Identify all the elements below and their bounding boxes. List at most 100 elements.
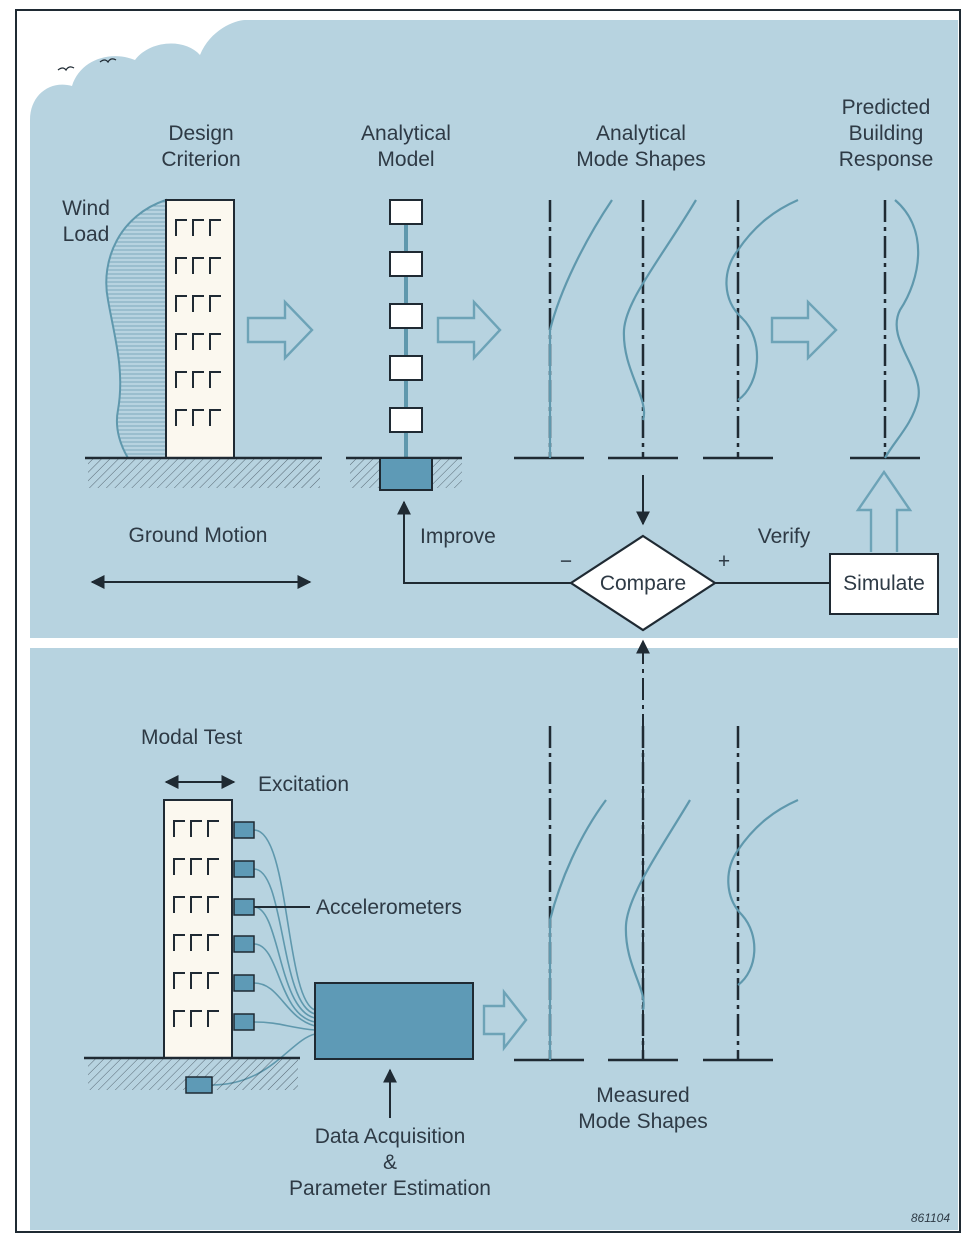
analytical-mode-1 — [514, 199, 613, 460]
window-glyph — [173, 934, 185, 951]
ground-accelerometer — [185, 1076, 213, 1094]
window-glyph — [192, 295, 204, 312]
predicted-response-plot — [850, 199, 920, 460]
model-mass-5 — [389, 407, 423, 433]
accelerometer — [233, 860, 255, 878]
compare-minus: − — [560, 550, 572, 573]
ground-hatch-top — [88, 458, 320, 488]
improve-label: Improve — [420, 525, 496, 548]
compare-diamond — [568, 534, 718, 632]
window-glyph — [190, 934, 202, 951]
test-building — [163, 799, 233, 1059]
analytical-model-label-line1: Analytical — [361, 122, 451, 145]
improve-arrow — [397, 500, 571, 584]
accelerometer — [233, 1013, 255, 1031]
window-glyph — [209, 371, 221, 388]
analytical-mode-shapes-label-line1: Analytical — [596, 122, 686, 145]
predicted-response-label-line3: Response — [839, 148, 934, 171]
window-glyph — [190, 1010, 202, 1027]
window-glyph — [190, 896, 202, 913]
window-glyph — [192, 257, 204, 274]
window-glyph — [173, 858, 185, 875]
simulate-box — [829, 553, 939, 615]
window-glyph — [175, 257, 187, 274]
accelerometer — [233, 898, 255, 916]
window-glyph — [190, 820, 202, 837]
model-mass-3 — [389, 303, 423, 329]
flow-arrow-4 — [482, 988, 528, 1052]
data-acquisition-box — [314, 982, 474, 1060]
measured-mode-shapes-label-line2: Mode Shapes — [578, 1110, 708, 1133]
data-acquisition-label-line1: Data Acquisition — [315, 1125, 466, 1148]
wind-load-label-line1: Wind — [62, 197, 110, 220]
verify-label: Verify — [758, 525, 811, 548]
model-foundation — [379, 457, 433, 491]
compare-plus: + — [718, 550, 730, 573]
window-glyph — [209, 219, 221, 236]
window-glyph — [192, 409, 204, 426]
predicted-response-label-line2: Building — [849, 122, 924, 145]
window-glyph — [190, 858, 202, 875]
simulate-label: Simulate — [843, 572, 925, 595]
data-acquisition-label-line3: Parameter Estimation — [289, 1177, 491, 1200]
accelerometer — [233, 974, 255, 992]
flow-arrow-2 — [436, 298, 502, 362]
figure-id: 861104 — [911, 1211, 950, 1225]
window-glyph — [173, 896, 185, 913]
window-glyph — [209, 409, 221, 426]
analytical-mode-2 — [608, 199, 697, 460]
analytical-model-label-line2: Model — [377, 148, 434, 171]
window-glyph — [207, 896, 219, 913]
window-glyph — [190, 972, 202, 989]
window-glyph — [207, 820, 219, 837]
measured-mode-2 — [608, 726, 691, 1062]
window-glyph — [209, 295, 221, 312]
model-mass-1 — [389, 199, 423, 225]
bird-icon — [99, 58, 117, 64]
window-glyph — [175, 409, 187, 426]
building-windows — [173, 820, 219, 1027]
window-glyph — [209, 257, 221, 274]
window-glyph — [192, 333, 204, 350]
bird-icon — [57, 66, 75, 72]
flow-arrow-1 — [246, 299, 314, 361]
accelerometer — [233, 935, 255, 953]
window-glyph — [207, 1010, 219, 1027]
measured-mode-shapes-label-line1: Measured — [596, 1084, 689, 1107]
window-glyph — [173, 972, 185, 989]
window-glyph — [173, 1010, 185, 1027]
predicted-response-label-line1: Predicted — [842, 96, 931, 119]
measured-mode-1 — [514, 726, 607, 1062]
model-mass-2 — [389, 251, 423, 277]
window-glyph — [173, 820, 185, 837]
window-glyph — [175, 219, 187, 236]
data-acquisition-label-line2: & — [383, 1151, 397, 1174]
excitation-label: Excitation — [258, 773, 349, 796]
window-glyph — [192, 371, 204, 388]
design-building — [165, 199, 235, 459]
window-glyph — [192, 219, 204, 236]
analytical-mode-shapes-label-line2: Mode Shapes — [576, 148, 706, 171]
window-glyph — [207, 858, 219, 875]
window-glyph — [175, 333, 187, 350]
window-glyph — [175, 371, 187, 388]
simulate-up-arrow — [855, 469, 913, 552]
flow-arrow-3 — [770, 299, 838, 361]
window-glyph — [207, 972, 219, 989]
accelerometers-label: Accelerometers — [316, 896, 462, 919]
window-glyph — [175, 295, 187, 312]
design-criterion-label-line2: Criterion — [161, 148, 240, 171]
analytical-mode-3 — [703, 198, 799, 460]
wind-load-label-line2: Load — [63, 223, 110, 246]
accelerometer — [233, 821, 255, 839]
window-glyph — [209, 333, 221, 350]
compare-label: Compare — [600, 572, 686, 595]
model-mass-4 — [389, 355, 423, 381]
wind-load-profile — [105, 198, 167, 459]
window-glyph — [207, 934, 219, 951]
measured-mode-3 — [703, 726, 799, 1062]
design-criterion-label-line1: Design — [168, 122, 233, 145]
modal-test-label: Modal Test — [141, 726, 242, 749]
building-windows — [175, 219, 221, 426]
